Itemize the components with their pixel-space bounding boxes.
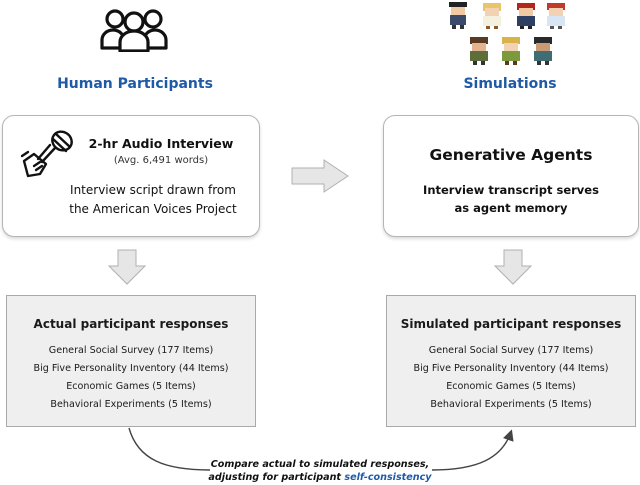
agent-memory-line-2: as agent memory bbox=[454, 201, 568, 215]
pixel-agents-icon bbox=[449, 2, 565, 65]
simulated-responses-box bbox=[386, 295, 636, 427]
agent-memory-line-1: Interview transcript serves bbox=[423, 183, 599, 197]
connector-right-curve bbox=[431, 429, 514, 471]
right-block-arrow bbox=[291, 159, 349, 193]
script-line-1: Interview script drawn from bbox=[70, 183, 236, 197]
simulated-item-big-five: Big Five Personality Inventory (44 Items… bbox=[413, 363, 609, 374]
actual-item-gss: General Social Survey (177 Items) bbox=[48, 345, 214, 356]
interview-words: (Avg. 6,491 words) bbox=[113, 155, 209, 166]
down-block-arrow-left bbox=[107, 249, 147, 285]
simulated-item-gss: General Social Survey (177 Items) bbox=[428, 345, 594, 356]
microphone-hand-icon bbox=[20, 130, 73, 178]
connector-left-curve bbox=[128, 427, 211, 471]
actual-responses-list: General Social Survey (177 Items) Big Fi… bbox=[6, 342, 256, 414]
generative-agents-title: Generative Agents bbox=[429, 146, 593, 164]
actual-item-economic-games: Economic Games (5 Items) bbox=[66, 381, 196, 392]
script-line-2: the American Voices Project bbox=[69, 202, 237, 216]
actual-responses-title: Actual participant responses bbox=[33, 317, 229, 331]
simulated-responses-list: General Social Survey (177 Items) Big Fi… bbox=[386, 342, 636, 414]
people-group-icon bbox=[100, 9, 168, 52]
simulated-item-behavioral: Behavioral Experiments (5 Items) bbox=[430, 399, 592, 410]
actual-item-behavioral: Behavioral Experiments (5 Items) bbox=[50, 399, 212, 410]
compare-caption-line-2: adjusting for participant self-consisten… bbox=[195, 471, 445, 484]
actual-responses-box bbox=[6, 295, 256, 427]
compare-caption-line-1: Compare actual to simulated responses, bbox=[210, 459, 430, 470]
simulated-item-economic-games: Economic Games (5 Items) bbox=[446, 381, 576, 392]
simulations-heading: Simulations bbox=[463, 76, 557, 92]
compare-caption: Compare actual to simulated responses, a… bbox=[195, 458, 445, 484]
interview-title: 2-hr Audio Interview bbox=[88, 136, 234, 151]
self-consistency-highlight: self-consistency bbox=[344, 472, 432, 483]
generative-agents-box bbox=[383, 115, 639, 237]
down-block-arrow-right bbox=[493, 249, 533, 285]
actual-item-big-five: Big Five Personality Inventory (44 Items… bbox=[33, 363, 229, 374]
simulated-responses-title: Simulated participant responses bbox=[400, 317, 622, 331]
human-participants-heading: Human Participants bbox=[57, 76, 213, 92]
interview-box bbox=[2, 115, 260, 237]
compare-caption-prefix: adjusting for participant bbox=[208, 472, 345, 483]
